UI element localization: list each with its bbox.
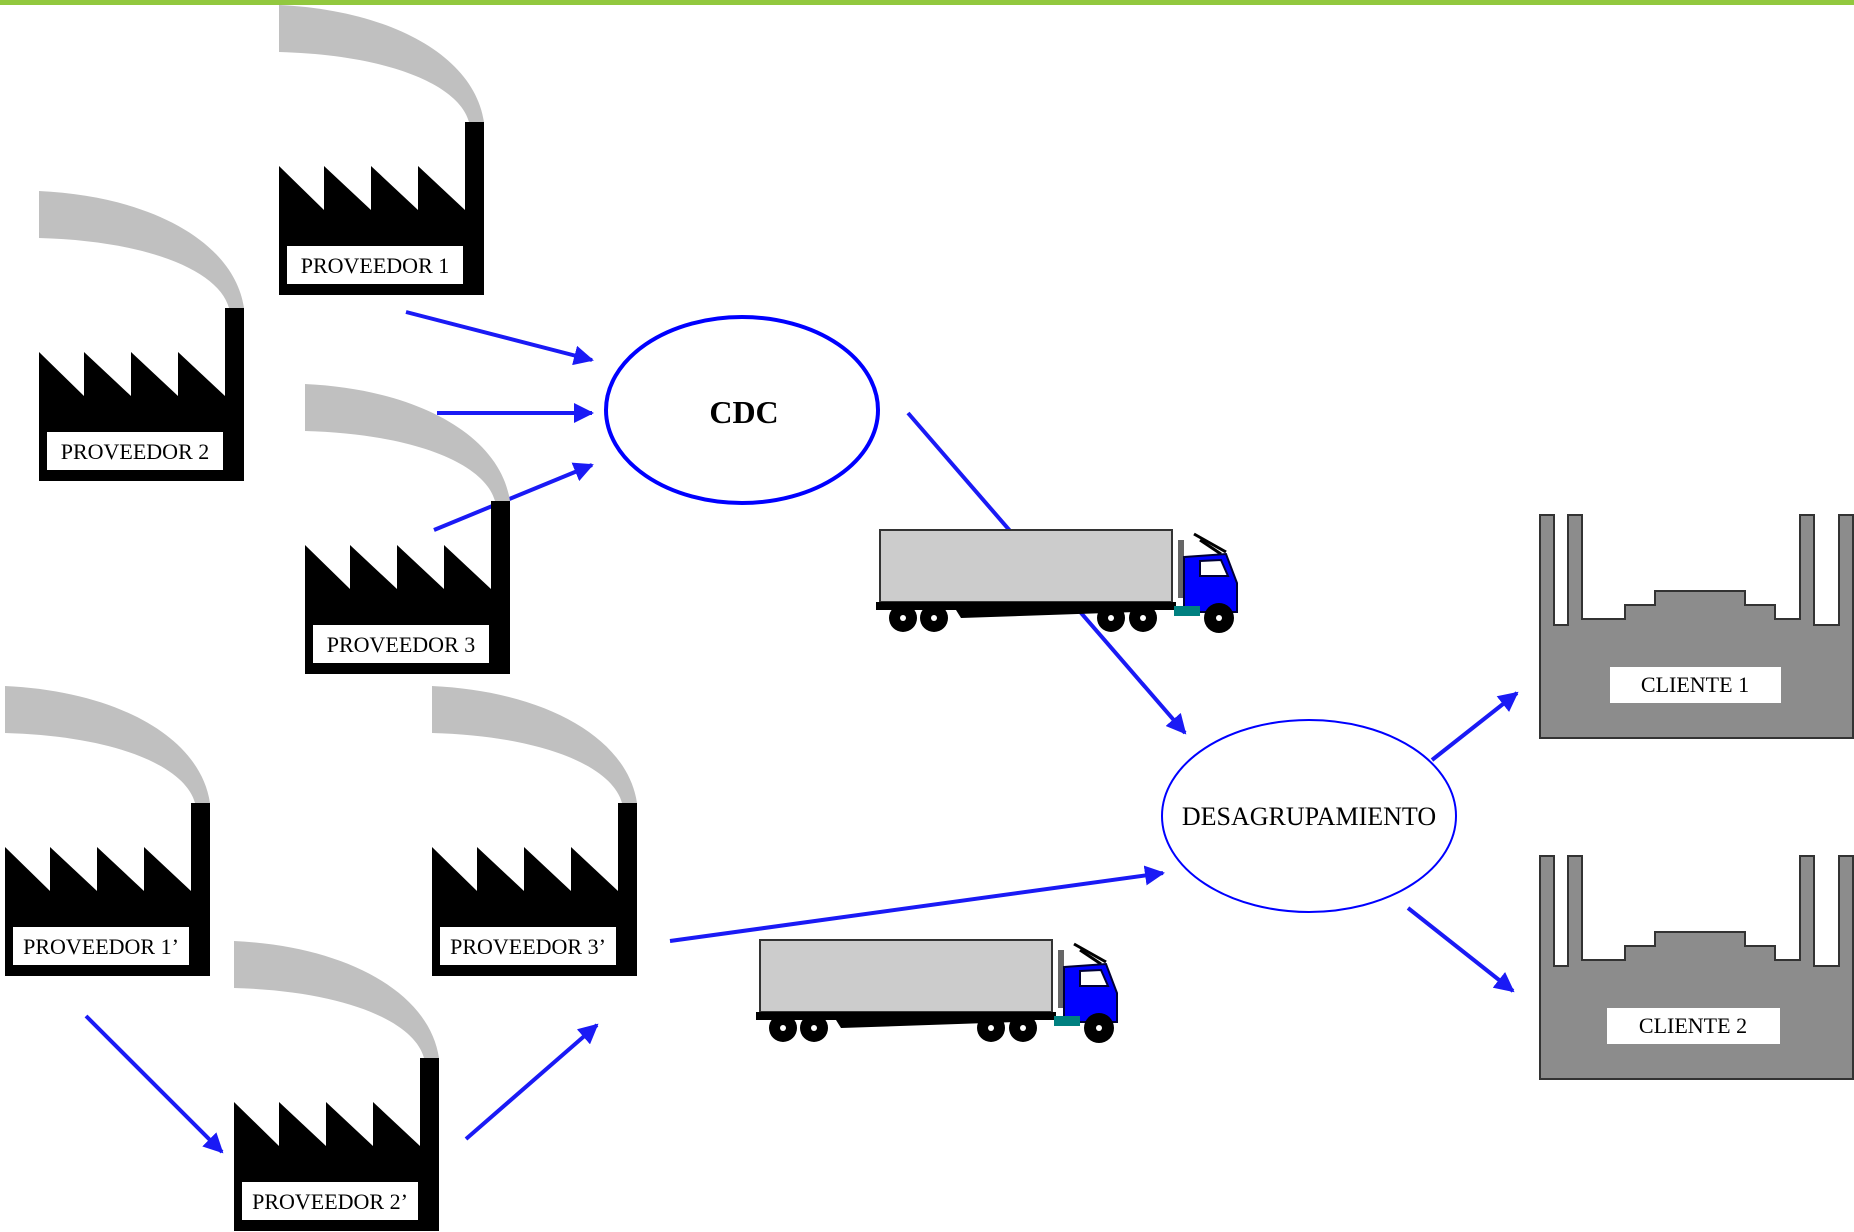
client-label: CLIENTE 2 bbox=[1639, 1013, 1747, 1038]
cdc-label: CDC bbox=[709, 394, 778, 430]
breakbulk-hub: DESAGRUPAMIENTO bbox=[1161, 719, 1457, 913]
truck-icon bbox=[874, 528, 1239, 635]
arrow-p3b-to-breakbulk bbox=[669, 865, 1165, 943]
warehouse-icon bbox=[1539, 855, 1854, 1080]
supplier-label: PROVEEDOR 3’ bbox=[450, 934, 606, 959]
arrow-p1-to-cdc bbox=[405, 310, 594, 366]
supplier-p3: PROVEEDOR 3 bbox=[305, 384, 510, 674]
client-1: CLIENTE 1 bbox=[1539, 514, 1854, 739]
truck-lower bbox=[754, 938, 1119, 1045]
supplier-label: PROVEEDOR 2’ bbox=[252, 1189, 408, 1214]
supplier-label: PROVEEDOR 1 bbox=[301, 253, 450, 278]
truck-icon bbox=[754, 938, 1119, 1045]
client-2: CLIENTE 2 bbox=[1539, 855, 1854, 1080]
top-bar bbox=[0, 0, 1854, 5]
supplier-label: PROVEEDOR 1’ bbox=[23, 934, 179, 959]
flow-arrows bbox=[84, 310, 1519, 1154]
supplier-p2b: PROVEEDOR 2’ bbox=[234, 941, 439, 1231]
breakbulk-label: DESAGRUPAMIENTO bbox=[1182, 802, 1436, 831]
arrow-p3-to-cdc bbox=[433, 462, 594, 532]
arrow-breakbulk-to-c1 bbox=[1430, 691, 1519, 762]
arrow-p1b-to-p2b bbox=[84, 1014, 224, 1154]
cdc-hub: CDC bbox=[604, 315, 880, 505]
truck-upper bbox=[874, 528, 1239, 635]
warehouse-icon bbox=[1539, 514, 1854, 739]
supplier-label: PROVEEDOR 3 bbox=[327, 632, 476, 657]
arrow-breakbulk-to-c2 bbox=[1406, 906, 1515, 993]
supplier-p1b: PROVEEDOR 1’ bbox=[5, 686, 210, 976]
client-label: CLIENTE 1 bbox=[1641, 672, 1749, 697]
supplier-p2: PROVEEDOR 2 bbox=[39, 191, 244, 481]
supplier-p1: PROVEEDOR 1 bbox=[279, 5, 484, 295]
supplier-label: PROVEEDOR 2 bbox=[61, 439, 210, 464]
arrow-p2b-to-p3b bbox=[464, 1023, 599, 1141]
supplier-p3b: PROVEEDOR 3’ bbox=[432, 686, 637, 976]
